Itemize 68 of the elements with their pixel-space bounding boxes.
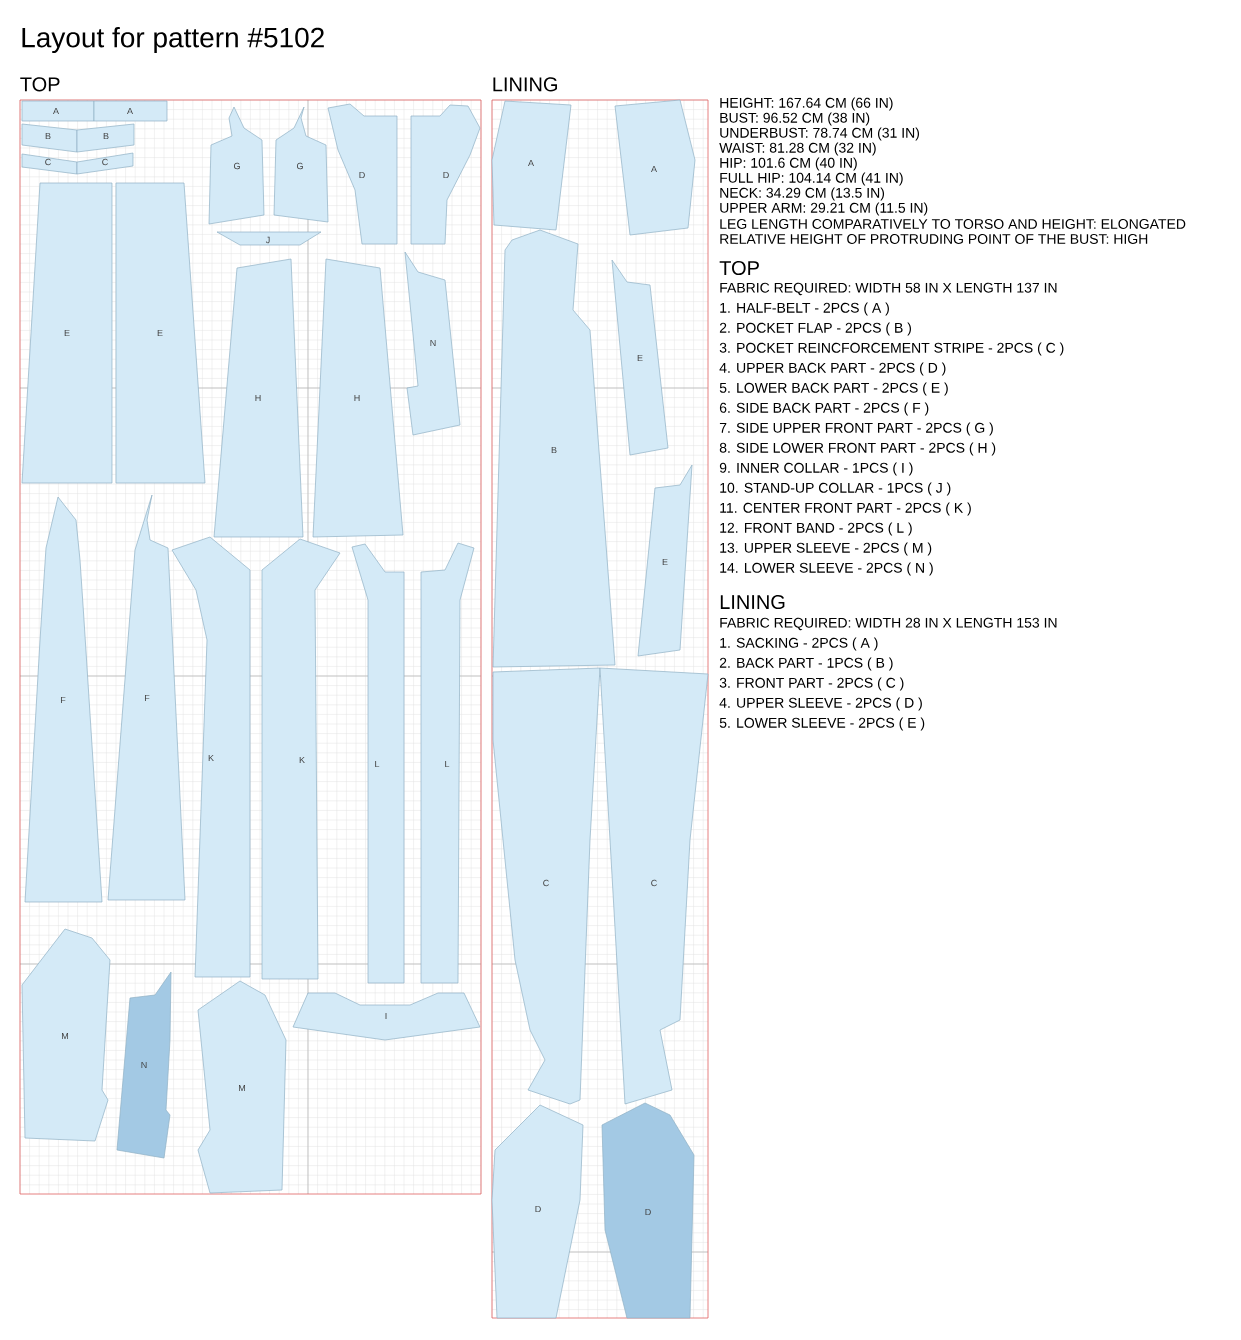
spec-text: 1. HALF-BELT - 2PCS ( A )	[720, 302, 889, 316]
pattern-piece: D	[410, 104, 481, 245]
spec-text: UPPER ARM: 29.21 CM (11.5 IN)	[720, 202, 928, 216]
pattern-piece: K	[171, 536, 251, 978]
pattern-piece: E	[115, 182, 206, 484]
spec-text: 1. SACKING - 2PCS ( A )	[720, 637, 878, 651]
pattern-piece: N	[404, 251, 461, 436]
pattern-piece: L	[420, 542, 475, 984]
pattern-piece: A	[614, 99, 696, 236]
pattern-piece: D	[327, 103, 398, 245]
spec-text: 14. LOWER SLEEVE - 2PCS ( N )	[720, 562, 933, 576]
spec-text: 4. UPPER BACK PART - 2PCS ( D )	[719, 362, 946, 376]
pattern-piece: M	[197, 980, 287, 1194]
pattern-piece: A	[21, 100, 95, 122]
pattern-piece: B	[76, 123, 135, 153]
node-label: LINING	[493, 77, 557, 92]
spec-text: RELATIVE HEIGHT OF PROTRUDING POINT OF THE BUST: HIGH	[720, 234, 1148, 244]
pattern-piece: H	[213, 258, 304, 538]
spec-text: FULL HIP: 104.14 CM (41 IN)	[720, 172, 903, 186]
pattern-piece: M	[21, 928, 111, 1142]
pattern-piece: F	[107, 494, 186, 901]
pattern-piece: K	[261, 538, 341, 980]
pattern-piece: G	[273, 106, 329, 223]
spec-text: BUST: 96.52 CM (38 IN)	[720, 112, 870, 126]
spec-text: 7. SIDE UPPER FRONT PART - 2PCS ( G )	[719, 422, 993, 436]
spec-text: 11. CENTER FRONT PART - 2PCS ( K )	[720, 502, 971, 516]
spec-text: 5. LOWER BACK PART - 2PCS ( E )	[719, 382, 948, 396]
spec-text: UNDERBUST: 78.74 CM (31 IN)	[720, 127, 919, 141]
section-heading: TOP	[719, 260, 759, 276]
title: Layout for pattern #5102	[22, 26, 324, 54]
pattern-piece: C	[599, 667, 709, 1105]
pattern-piece: E	[637, 464, 693, 657]
pattern-piece: C	[492, 667, 601, 1105]
spec-text: LEG LENGTH COMPARATIVELY TO TORSO AND HEIGHT: ELONGATED	[720, 219, 1186, 229]
pattern-piece: E	[611, 259, 669, 456]
spec-text: 3. FRONT PART - 2PCS ( C )	[719, 677, 904, 691]
section-heading: LINING	[720, 594, 785, 610]
pattern-piece: G	[208, 106, 265, 225]
pattern-piece: D	[601, 1102, 695, 1319]
spec-text: NECK: 34.29 CM (13.5 IN)	[720, 187, 885, 201]
pattern-piece: J	[216, 231, 322, 246]
spec-text: WAIST: 81.28 CM (32 IN)	[719, 142, 876, 156]
pattern-piece: F	[24, 496, 103, 903]
spec-text: 2. POCKET FLAP - 2PCS ( B )	[719, 322, 911, 336]
spec-text: 6. SIDE BACK PART - 2PCS ( F )	[719, 402, 929, 416]
spec-text: FABRIC REQUIRED: WIDTH 28 IN X LENGTH 153 IN	[720, 617, 1057, 631]
spec-text: 10. STAND-UP COLLAR - 1PCS ( J )	[720, 482, 951, 496]
spec-text: 12. FRONT BAND - 2PCS ( L )	[720, 522, 912, 536]
spec-text: 2. BACK PART - 1PCS ( B )	[719, 657, 893, 671]
pattern-piece: L	[351, 543, 405, 984]
spec-text: 13. UPPER SLEEVE - 2PCS ( M )	[720, 542, 932, 556]
pattern-piece: N	[116, 971, 172, 1159]
pattern-piece: C	[76, 152, 134, 175]
spec-text: HIP: 101.6 CM (40 IN)	[720, 157, 857, 171]
pattern-piece: A	[93, 100, 168, 122]
spec-text: 3. POCKET REINCFORCEMENT STRIPE - 2PCS ( C )	[719, 342, 1064, 356]
pattern-piece: D	[491, 1104, 584, 1319]
node-label: TOP	[20, 77, 60, 92]
spec-text: 9. INNER COLLAR - 1PCS ( I )	[719, 462, 913, 476]
pattern-piece: H	[312, 258, 404, 538]
pattern-piece: C	[21, 153, 78, 175]
spec-text: HEIGHT: 167.64 CM (66 IN)	[720, 97, 893, 111]
pattern-piece: B	[21, 123, 78, 153]
pattern-piece: I	[292, 992, 481, 1041]
pattern-piece: A	[491, 100, 572, 231]
spec-text: 8. SIDE LOWER FRONT PART - 2PCS ( H )	[719, 442, 996, 456]
spec-text: FABRIC REQUIRED: WIDTH 58 IN X LENGTH 137 IN	[720, 282, 1057, 296]
pattern-piece: E	[21, 182, 113, 484]
